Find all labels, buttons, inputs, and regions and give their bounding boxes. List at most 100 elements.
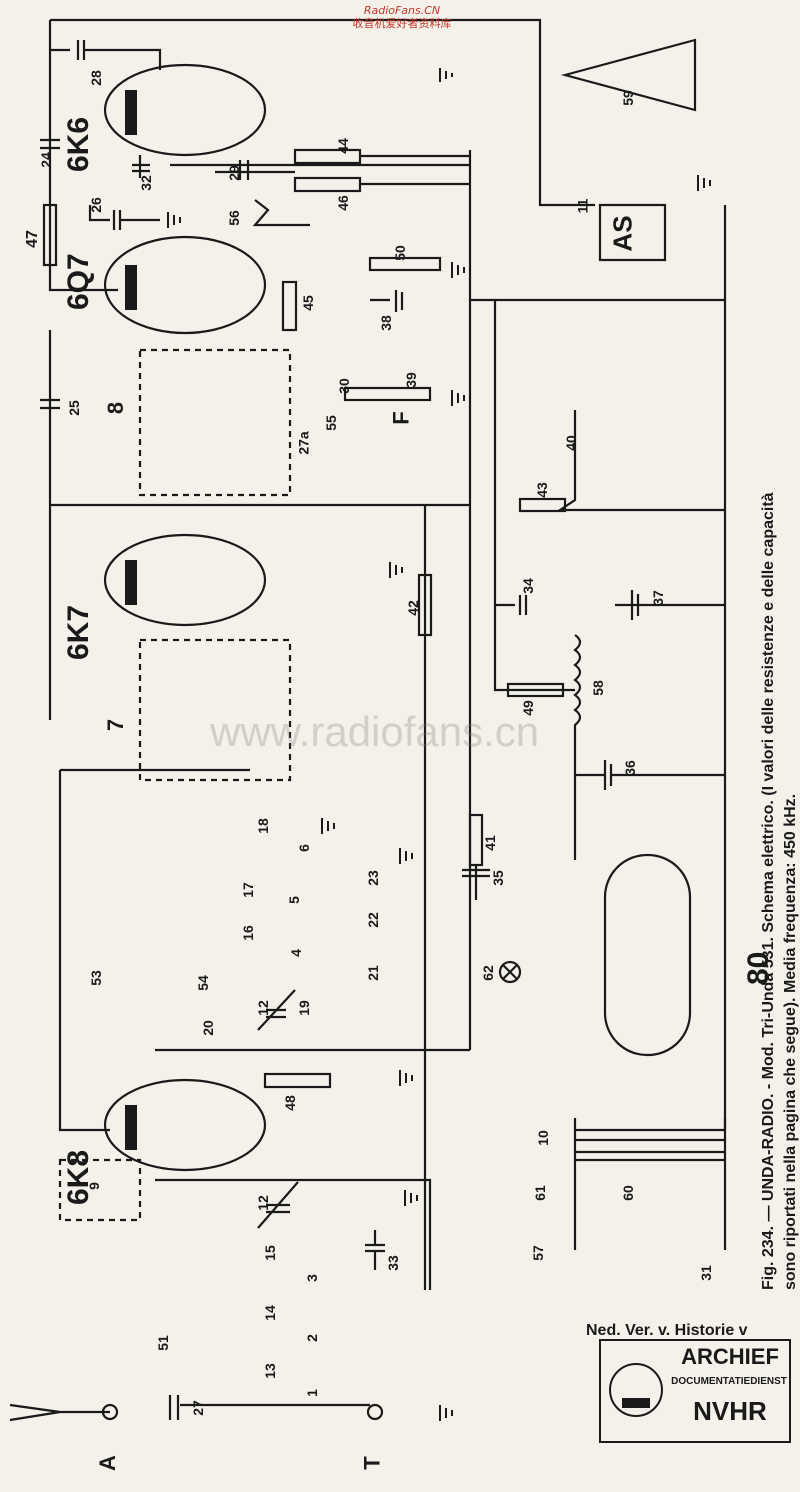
resistor-49	[506, 682, 565, 698]
resistor-50	[368, 256, 442, 272]
power-transformer-core	[575, 1128, 725, 1162]
cap-35	[462, 865, 490, 900]
label-36: 36	[621, 760, 638, 776]
label-7: 7	[103, 718, 129, 732]
label-57: 57	[529, 1245, 546, 1261]
potentiometer-39	[343, 386, 432, 402]
pilot-lamp-cross	[502, 964, 518, 980]
label-35: 35	[489, 870, 506, 886]
figure-caption-line2: sono riportati nella pagina che segue). …	[782, 793, 799, 1290]
label-25: 25	[65, 400, 82, 416]
label-41: 41	[481, 835, 498, 851]
label-10: 10	[534, 1130, 551, 1146]
electrolytic-37	[615, 590, 725, 620]
footer-note: Ned. Ver. v. Historie v	[586, 1322, 748, 1339]
label-2: 2	[303, 1334, 320, 1342]
cap-33	[365, 1230, 385, 1270]
label-46: 46	[334, 195, 351, 211]
label-6: 6	[295, 844, 312, 852]
cap-38	[370, 290, 404, 312]
label-53: 53	[87, 970, 104, 986]
label-24: 24	[37, 152, 54, 168]
electrolytic-36	[575, 760, 725, 790]
label-33: 33	[384, 1255, 401, 1271]
cap-25	[40, 398, 60, 410]
antenna-symbol	[9, 1403, 110, 1422]
tube-6k8-plate	[125, 1105, 137, 1150]
label-48: 48	[281, 1095, 298, 1111]
figure-caption-line1: Fig. 234. — UNDA-RADIO. - Mod. Tri-Unda …	[760, 492, 777, 1290]
stamp-line3: NVHR	[693, 1396, 767, 1426]
watermark-top-line2: 收音机爱好者资料库	[352, 17, 452, 30]
cap-24	[40, 138, 60, 150]
label-29: 29	[225, 165, 242, 181]
label-55: 55	[322, 415, 339, 431]
label-45: 45	[299, 295, 316, 311]
label-18: 18	[254, 818, 271, 834]
label-16: 16	[239, 925, 256, 941]
gang-cap-12-osc	[257, 989, 296, 1031]
label-15: 15	[261, 1245, 278, 1261]
stamp-line2: DOCUMENTATIEDIENST	[671, 1376, 787, 1387]
label-12b: 12	[254, 1195, 271, 1211]
grid-links	[215, 154, 470, 186]
pilot-lamp-62	[498, 960, 522, 984]
tube-80-envelope	[603, 853, 692, 1057]
watermark-top-line1: RadioFans.CN	[363, 4, 441, 17]
resistor-43	[518, 497, 567, 513]
watermark-top: RadioFans.CN 收音机爱好者资料库	[322, 4, 482, 30]
label-8: 8	[103, 401, 129, 415]
label-23: 23	[364, 870, 381, 886]
label-27a: 27a	[295, 431, 312, 455]
cap-27	[168, 1395, 180, 1420]
label-14: 14	[261, 1305, 278, 1321]
label-56: 56	[225, 210, 242, 226]
ground-symbols	[167, 68, 711, 1421]
cap-28	[50, 40, 162, 70]
choke-58	[573, 634, 582, 860]
tube-label-6q7: 6Q7	[62, 253, 95, 310]
tube-label-6k7: 6K7	[62, 604, 95, 660]
label-43: 43	[533, 482, 550, 498]
label-32: 32	[137, 175, 154, 191]
label-58: 58	[589, 680, 606, 696]
label-30: 30	[335, 378, 352, 394]
rf-coil-can-9	[58, 1158, 142, 1222]
stamp-frame	[599, 1339, 791, 1443]
label-20: 20	[199, 1020, 216, 1036]
resistor-47	[42, 203, 58, 267]
inductor-40	[556, 410, 725, 512]
rail-rf	[155, 1178, 432, 1290]
terminal-a	[101, 1403, 119, 1421]
label-47: 47	[23, 230, 41, 248]
cap-29	[238, 160, 250, 180]
gang-cap-12-rf	[257, 1181, 299, 1229]
label-11: 11	[574, 198, 591, 214]
if-can-8	[138, 348, 292, 497]
archive-stamp: ARCHIEF DOCUMENTATIEDIENST NVHR	[598, 1338, 792, 1444]
label-40: 40	[562, 435, 579, 451]
top-rail	[50, 18, 595, 207]
label-4: 4	[287, 949, 304, 957]
tube-6k7-envelope	[103, 533, 267, 627]
watermark-mid: www.radiofans.cn	[210, 708, 540, 755]
stamp-line1: ARCHIEF	[681, 1344, 779, 1369]
terminal-t	[366, 1403, 384, 1421]
tube-6q7-envelope	[103, 235, 267, 335]
label-27: 27	[189, 1400, 206, 1416]
label-34: 34	[519, 578, 536, 594]
label-22: 22	[364, 912, 381, 928]
cap-34	[495, 595, 528, 615]
output-transformer-as	[598, 203, 667, 262]
cap-26	[88, 205, 160, 230]
label-26: 26	[87, 197, 104, 213]
label-21: 21	[364, 965, 381, 981]
resistor-48	[263, 1072, 332, 1089]
cap-32	[132, 155, 470, 178]
tube-6k6-envelope	[103, 63, 267, 157]
tube-label-6k8: 6K8	[62, 1149, 95, 1205]
label-38: 38	[377, 315, 394, 331]
label-37: 37	[649, 590, 666, 606]
resistor-45	[281, 280, 298, 332]
label-19: 19	[295, 1000, 312, 1016]
